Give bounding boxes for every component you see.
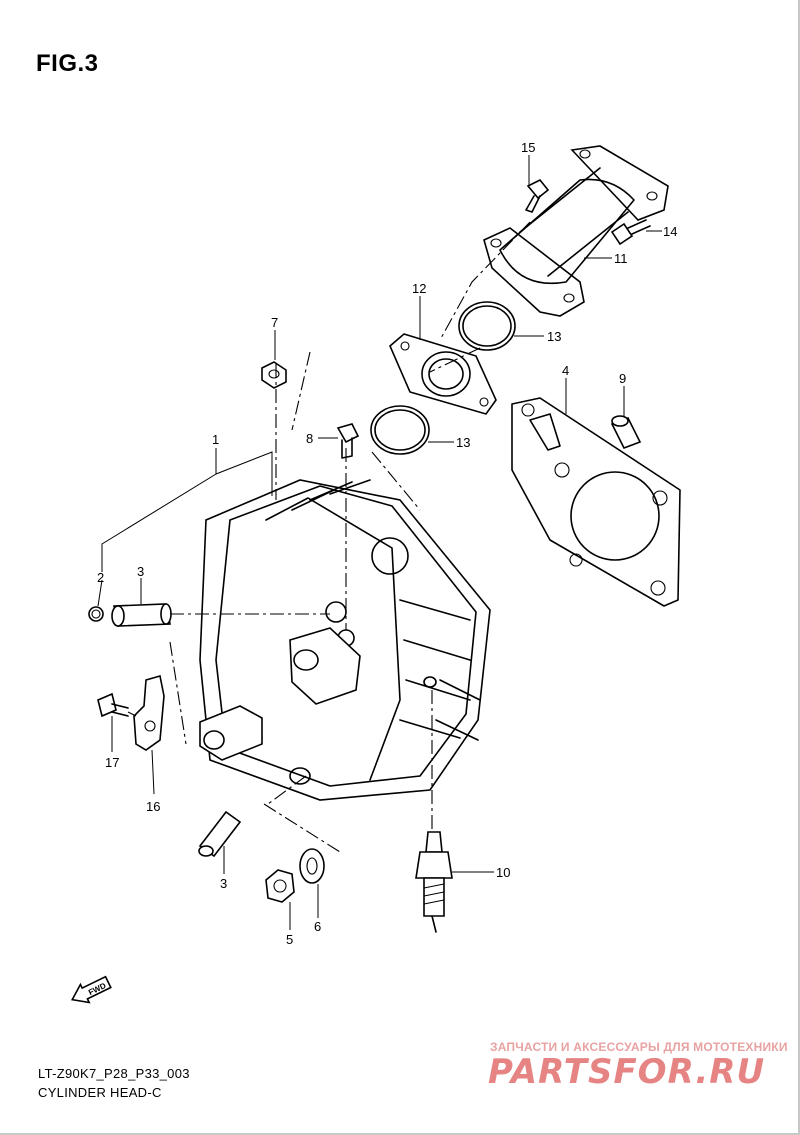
o-ring-2-part [88, 606, 104, 622]
bolt-8-part [336, 423, 360, 459]
model-code: LT-Z90K7_P28_P33_003 [38, 1066, 190, 1081]
callout-13-upper: 13 [547, 329, 561, 344]
callout-14: 14 [663, 224, 677, 239]
callout-9: 9 [619, 371, 626, 386]
nut-5-part [265, 869, 295, 903]
callout-5: 5 [286, 932, 293, 947]
section-name: CYLINDER HEAD-C [38, 1085, 162, 1100]
callout-6: 6 [314, 919, 321, 934]
dowel-pin-part [610, 415, 642, 450]
callout-3-upper: 3 [137, 564, 144, 579]
o-ring-upper-part [458, 301, 516, 351]
callout-10: 10 [496, 865, 510, 880]
callout-4: 4 [562, 363, 569, 378]
stud-pin-upper-part [111, 603, 172, 627]
cylinder-head-gasket-part [511, 397, 681, 607]
fwd-arrow-icon: FWD [70, 975, 112, 1004]
spark-plug-part [415, 831, 453, 933]
screw-17-part [97, 692, 129, 718]
screw-14-part [610, 219, 651, 246]
callout-8: 8 [306, 431, 313, 446]
callout-11: 11 [614, 251, 628, 266]
stud-pin-lower-part [198, 810, 242, 858]
callout-15: 15 [521, 140, 535, 155]
cylinder-head-part [199, 479, 491, 801]
plate-16-part [133, 674, 165, 751]
callout-2: 2 [97, 570, 104, 585]
nut-7-part [261, 361, 287, 389]
watermark-logo: PARTSFOR.RU [488, 1052, 766, 1092]
callout-7: 7 [271, 315, 278, 330]
insulator-part [389, 333, 497, 415]
callout-13-lower: 13 [456, 435, 470, 450]
callout-3-lower: 3 [220, 876, 227, 891]
callout-16: 16 [146, 799, 160, 814]
bolt-15-part [525, 178, 550, 213]
callout-1: 1 [212, 432, 219, 447]
callout-17: 17 [105, 755, 119, 770]
watermark-tagline: ЗАПЧАСТИ И АКСЕССУАРЫ ДЛЯ МОТОТЕХНИКИ [490, 1040, 788, 1054]
callout-12: 12 [412, 281, 426, 296]
intake-pipe-part [483, 145, 669, 317]
washer-part [299, 848, 325, 884]
o-ring-lower-part [370, 405, 430, 455]
figure-title: FIG.3 [36, 50, 99, 77]
